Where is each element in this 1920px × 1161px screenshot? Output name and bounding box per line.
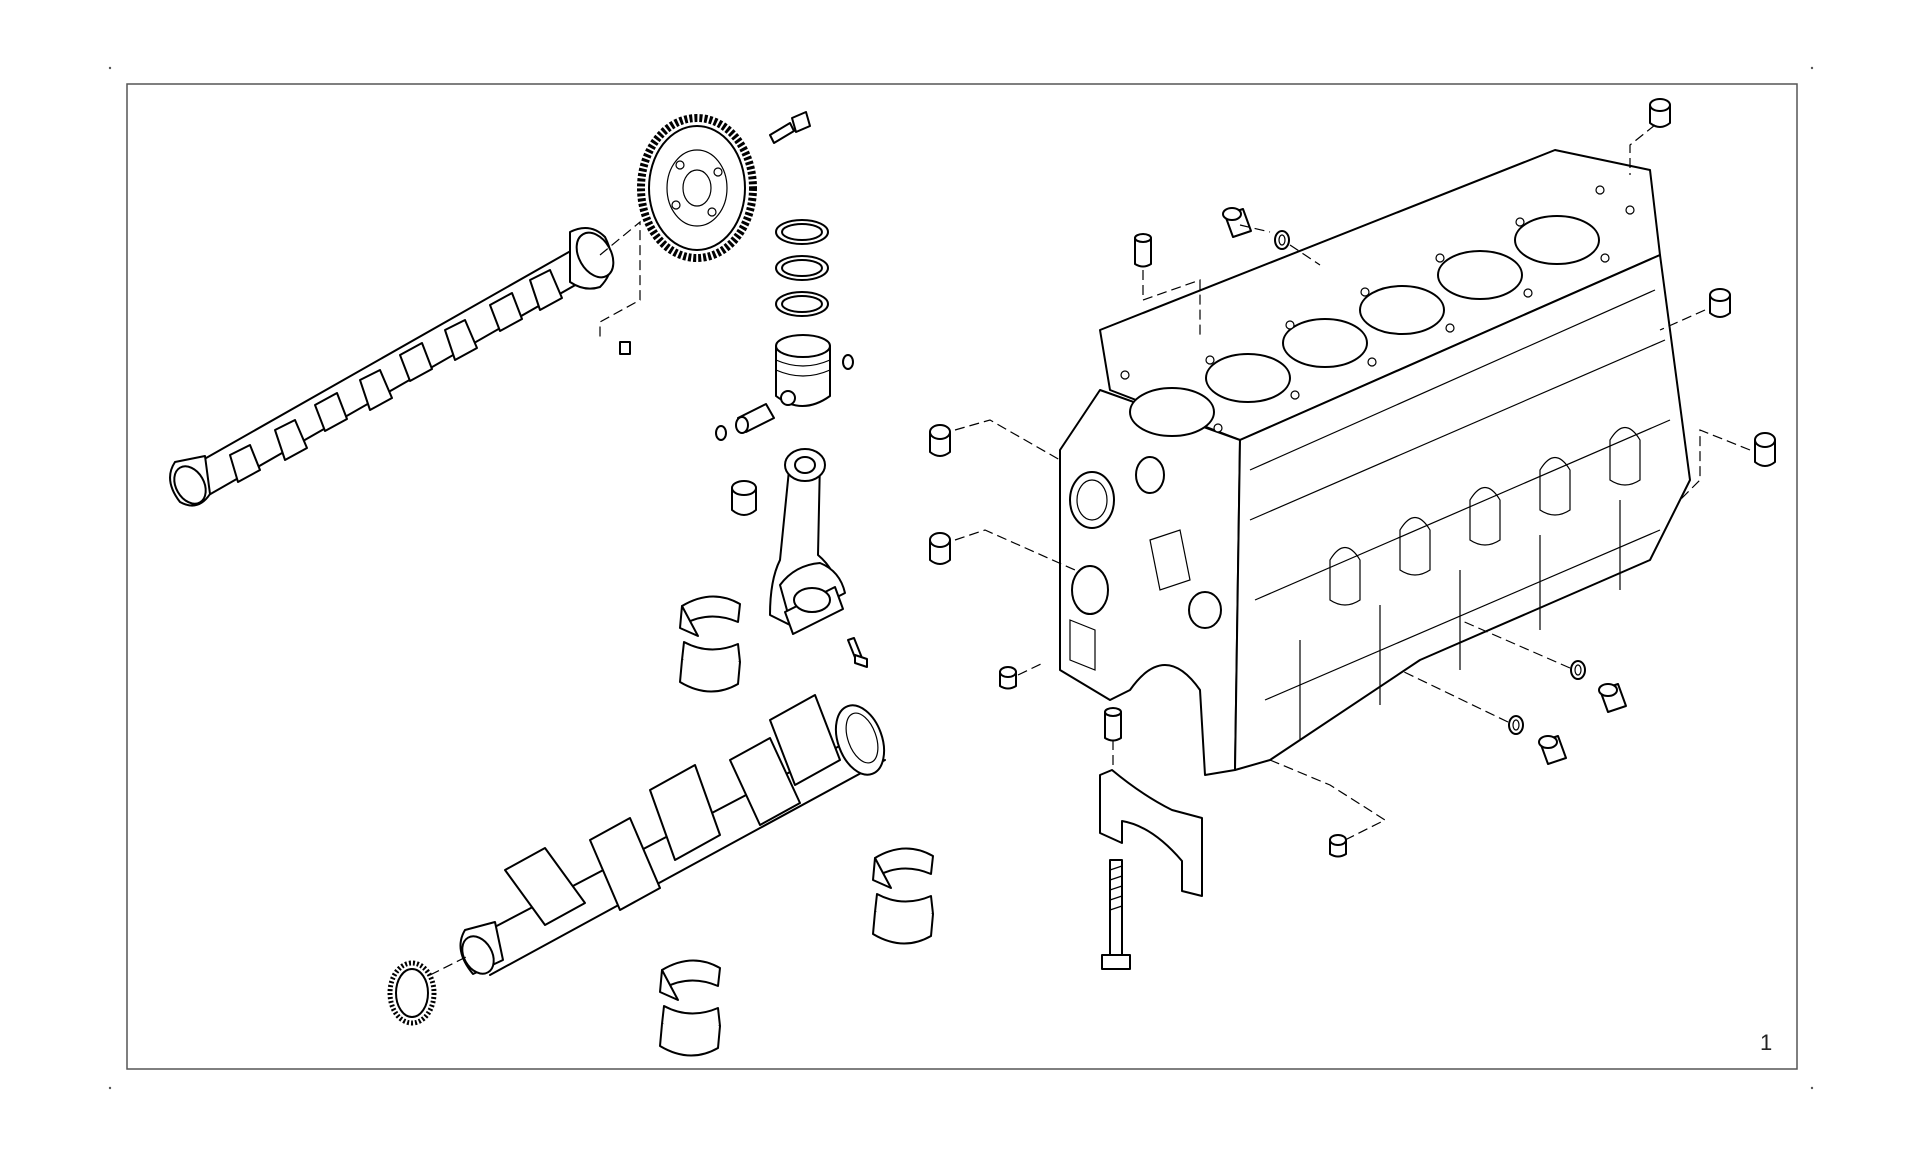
main-bearing-cap bbox=[1099, 769, 1203, 897]
sealing-washers bbox=[1274, 230, 1586, 735]
expansion-plugs bbox=[929, 98, 1776, 858]
cap-bolt bbox=[1101, 859, 1131, 970]
conrod-bearing-shells bbox=[679, 595, 741, 693]
dowel-pin bbox=[1134, 233, 1152, 268]
piston bbox=[775, 334, 831, 407]
figure-number: 1 bbox=[1760, 1030, 1773, 1055]
camshaft-gear bbox=[637, 114, 757, 262]
woodruff-key bbox=[619, 341, 631, 355]
leader-line bbox=[429, 954, 471, 976]
conrod-bolt bbox=[847, 637, 868, 668]
leader-line bbox=[599, 220, 641, 340]
pin-circlip bbox=[715, 425, 727, 441]
registration-marks bbox=[108, 66, 1814, 1090]
engine-block bbox=[1059, 149, 1691, 776]
piston-rings bbox=[775, 219, 829, 317]
dowel-pin bbox=[1104, 707, 1122, 742]
connecting-rod bbox=[769, 448, 846, 635]
crank-webs bbox=[504, 694, 841, 926]
leader-lines bbox=[954, 124, 1751, 841]
gear-bolt bbox=[769, 111, 811, 144]
pin-circlip bbox=[842, 354, 854, 370]
camshaft bbox=[169, 227, 615, 507]
conrod-bushing bbox=[731, 480, 757, 516]
drawing-frame bbox=[126, 83, 1798, 1070]
threaded-plugs bbox=[1222, 207, 1627, 765]
cam-lobes bbox=[229, 269, 563, 483]
piston-pin bbox=[735, 403, 775, 434]
crankshaft-seal-ring bbox=[387, 960, 437, 1026]
main-bearing-shells bbox=[659, 847, 934, 1057]
crankshaft bbox=[459, 694, 886, 976]
